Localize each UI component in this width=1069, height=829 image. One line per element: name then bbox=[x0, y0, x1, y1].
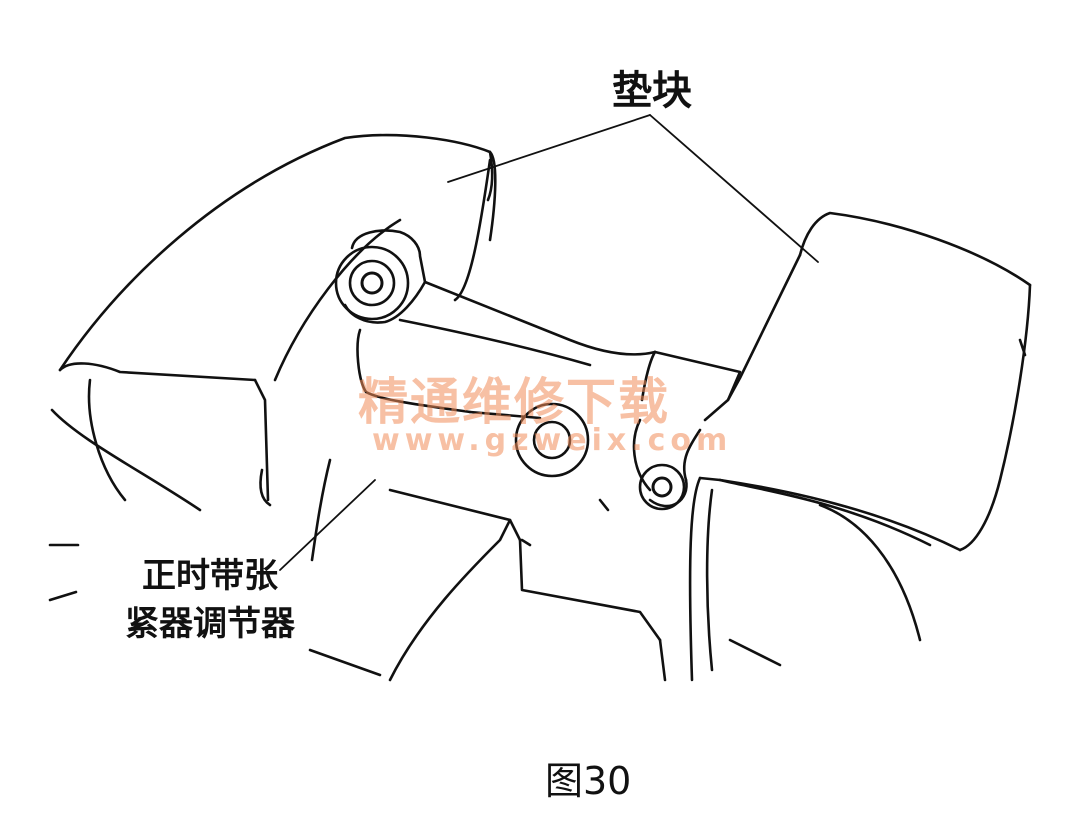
right-pad-block bbox=[688, 211, 1032, 682]
watermark-text: 精通维修下载 bbox=[358, 373, 670, 431]
tensioner-label: 正时带张 紧器调节器 bbox=[125, 552, 295, 648]
engine-housing bbox=[48, 458, 782, 682]
lower-pulley-icon bbox=[514, 402, 590, 478]
bolt-icon bbox=[638, 463, 686, 511]
watermark-url: www.gzweix.com bbox=[372, 423, 733, 458]
tensioner-label-line1: 正时带张 bbox=[142, 556, 278, 596]
upper-pulley-icon bbox=[334, 245, 410, 321]
figure-caption: 图30 bbox=[545, 759, 632, 803]
leader-lines bbox=[279, 114, 819, 571]
pad-label: 垫块 bbox=[612, 68, 692, 114]
tensioner-label-line2: 紧器调节器 bbox=[125, 604, 295, 644]
